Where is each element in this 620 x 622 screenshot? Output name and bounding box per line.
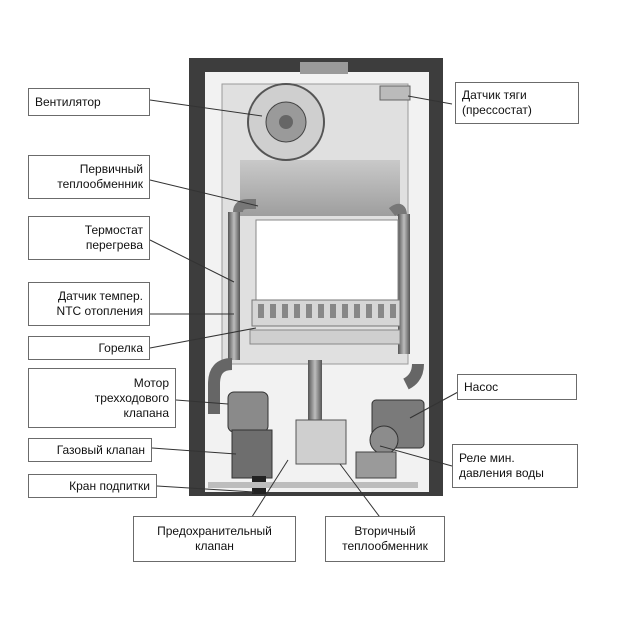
fan-hub [279,115,293,129]
burner-body [251,299,401,327]
pipe-left [228,212,240,360]
label-secondary-heat-exchanger: Вторичный теплообменник [325,516,445,562]
secondary-hex-body [295,419,347,465]
label-fan: Вентилятор [28,88,150,116]
burner-nozzles [258,304,396,318]
flue-outlet [300,62,348,74]
label-fill-tap: Кран подпитки [28,474,157,498]
left-return-pipe [208,358,233,414]
pipe-right [398,214,410,354]
primary-heat-exchanger [240,160,400,216]
label-draft-sensor: Датчик тяги (прессостат) [455,82,579,124]
label-pump: Насос [457,374,577,400]
bottom-rail [208,482,418,488]
label-burner: Горелка [28,336,150,360]
chamber-window [255,219,399,301]
label-min-pressure-relay: Реле мин. давления воды [452,444,578,488]
gas-valve-body [231,429,273,479]
burner-manifold [249,329,401,345]
label-safety-valve: Предохранительный клапан [133,516,296,562]
right-flow-pipe [403,363,424,390]
label-ntc-sensor: Датчик темпер. NTC отопления [28,282,150,326]
gas-inlet-pipe [308,360,322,420]
pressostat-body [379,85,411,101]
label-three-way-valve-motor: Мотор трехходового клапана [28,368,176,428]
label-primary-heat-exchanger: Первичный теплообменник [28,155,150,199]
label-overheat-thermostat: Термостат перегрева [28,216,150,260]
leader-lines [149,95,459,521]
hydro-block [355,451,397,479]
three-way-motor-body [227,391,269,433]
label-gas-valve: Газовый клапан [28,438,152,462]
